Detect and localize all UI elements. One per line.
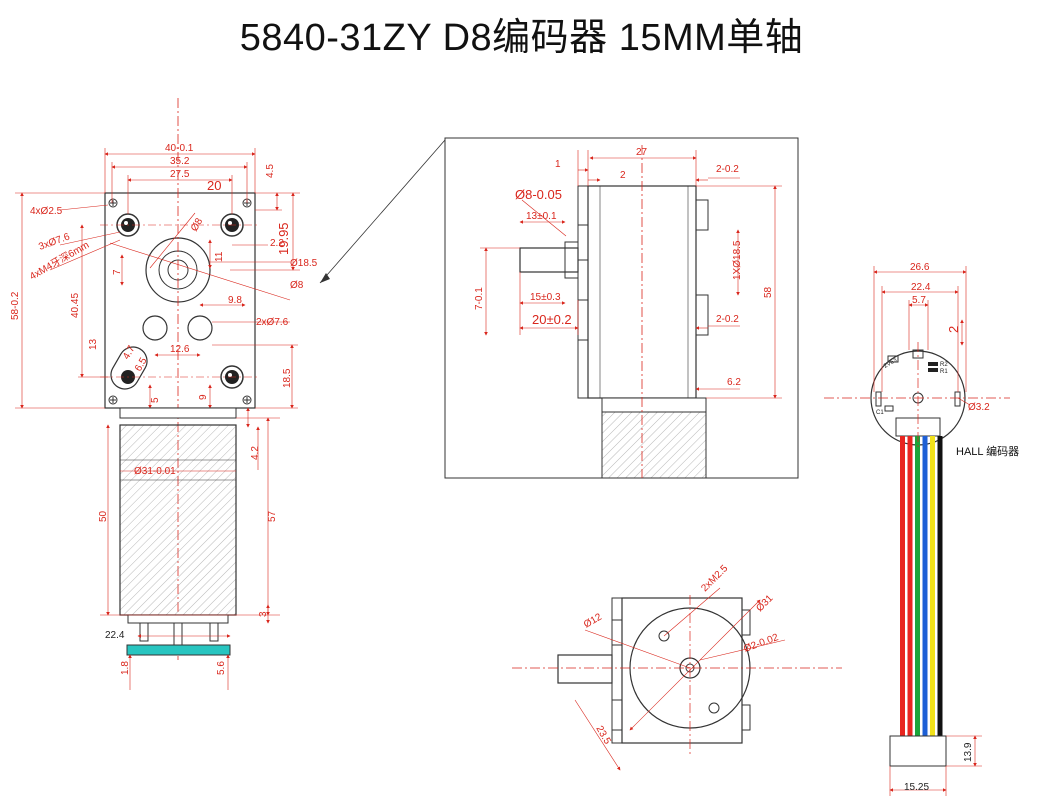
side-dim-20: 20±0.2 (532, 312, 572, 327)
dim-5: 5 (150, 397, 161, 403)
side-dim-13: 13±0.1 (526, 211, 557, 222)
wire-6 (937, 436, 943, 736)
enc-dim-32: Ø3.2 (968, 402, 990, 413)
dim-185: Ø18.5 (290, 258, 318, 269)
dim-22: 2.2 (270, 238, 284, 249)
dim-18: 1.8 (120, 661, 131, 675)
dim-holes76: 2xØ7.6 (256, 317, 289, 328)
side-view: 1 27 2 2-0.2 Ø8-0.05 13±0.1 1XØ18.5 7-0.… (444, 137, 799, 479)
side-dim-185: 1XØ18.5 (732, 240, 743, 280)
dim-11: 11 (214, 251, 225, 262)
dim-35: 35.2 (170, 156, 190, 167)
side-dim-1: 1 (555, 159, 561, 170)
dim-27: 27.5 (170, 169, 190, 180)
dim-3: 3 (258, 611, 269, 617)
page-title: 5840-31ZY D8编码器 15MM单轴 (239, 17, 804, 59)
enc-dim-266: 26.6 (910, 262, 930, 273)
end-dim-31: Ø31 (754, 593, 775, 614)
end-dim-235: 23.5 (593, 724, 612, 747)
end-dim-12: Ø12 (582, 611, 604, 630)
dim-hole-b: 3xØ7.6 (37, 231, 71, 253)
dim-185b: 18.5 (282, 368, 293, 388)
side-dim-7: 7-0.1 (474, 287, 485, 310)
pcb-r2: R2 (940, 362, 948, 368)
front-view (15, 98, 300, 660)
side-dim-2a: 2-0.2 (716, 164, 739, 175)
hole-icon (142, 315, 168, 341)
side-dim-2b: 2-0.2 (716, 314, 739, 325)
side-dim-2: 2 (620, 170, 626, 181)
hall-encoder: R2 R1 C1 2V63 26.6 22.4 5.7 2 Ø3.2 HALL (824, 262, 1019, 796)
dim-42: 4.2 (250, 446, 261, 460)
dim-98: 9.8 (228, 295, 242, 306)
wire-5 (930, 436, 935, 736)
side-dim-58: 58 (763, 286, 774, 298)
dim-hole-a: 4xØ2.5 (30, 206, 63, 217)
wire-connector (889, 735, 947, 767)
encoder-disc (126, 644, 231, 656)
hole-icon (187, 315, 213, 341)
enc-dim-139: 13.9 (963, 742, 974, 762)
dim-47: 4.7 (121, 344, 138, 362)
dim-d31: Ø31-0.01 (134, 466, 176, 477)
dim-9: 9 (198, 394, 209, 400)
end-dim-m25: 2xM2.5 (699, 563, 730, 594)
side-dim-15: 15±0.3 (530, 292, 561, 303)
wire-bundle (900, 436, 943, 736)
wire-1 (900, 436, 905, 736)
slot-icon (110, 346, 148, 390)
dim-4045: 40.45 (70, 293, 81, 318)
enc-dim-1525: 15.25 (904, 782, 929, 793)
dim-58: 58-0.2 (10, 291, 21, 320)
pcb-s: 2V63 (883, 357, 899, 370)
enc-dim-2: 2 (946, 326, 961, 333)
wire-4 (922, 436, 928, 736)
dim-56: 5.6 (216, 661, 227, 675)
dim-126: 12.6 (170, 344, 190, 355)
dim-d8: Ø8 (189, 216, 205, 233)
side-dim-27: 27 (636, 147, 648, 158)
dim-1995: 19.95 (276, 222, 291, 255)
dim-45: 4.5 (265, 164, 276, 178)
dim-8: Ø8 (290, 280, 304, 291)
enc-dim-57: 5.7 (912, 295, 926, 306)
dim-40: 40-0.1 (165, 143, 194, 154)
encoder-label: HALL 编码器 (956, 444, 1019, 458)
side-dim-d8: Ø8-0.05 (515, 187, 562, 202)
pcb-c1: C1 (876, 410, 884, 416)
dim-50: 50 (98, 510, 109, 522)
side-dim-62: 6.2 (727, 377, 741, 388)
pcb-r1: R1 (940, 369, 948, 375)
dim-20: 20 (207, 178, 221, 193)
dim-57: 57 (267, 510, 278, 522)
motor-body (100, 407, 280, 690)
end-view: 2xM2.5 Ø12 Ø31 Ø2-0.02 23.5 (512, 563, 842, 771)
wire-3 (915, 436, 920, 736)
dim-224: 22.4 (105, 630, 125, 641)
enc-dim-224: 22.4 (911, 282, 931, 293)
dim-7: 7 (112, 269, 123, 275)
dim-13: 13 (88, 338, 99, 350)
wire-2 (907, 436, 913, 736)
